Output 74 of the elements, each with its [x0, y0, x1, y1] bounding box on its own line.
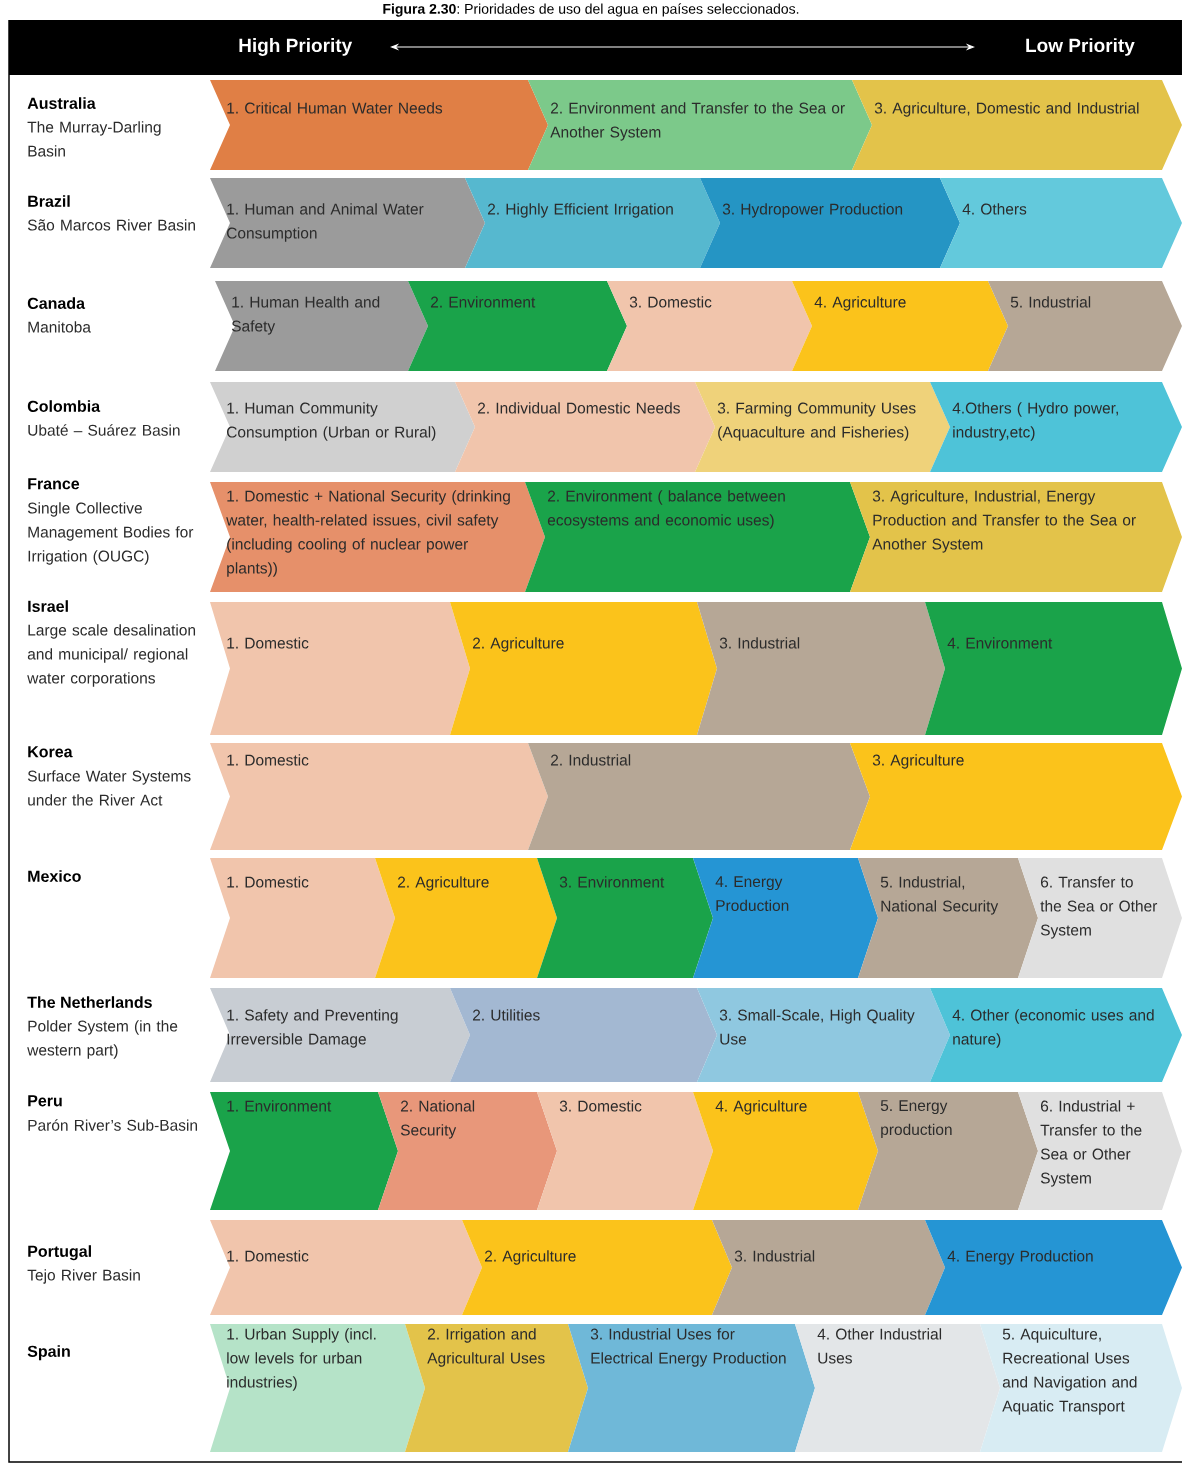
- band-segment: 4. Other (economic uses and nature): [930, 988, 1182, 1082]
- band-segment: 1. Critical Human Water Needs: [210, 80, 548, 170]
- region-label: Surface Water Systems under the River Act: [27, 770, 191, 806]
- band-segment: 1. Environment: [210, 1092, 398, 1210]
- band-segment: 3. Industrial: [712, 1220, 945, 1315]
- band-segment: 3. Domestic: [537, 1092, 713, 1210]
- country-name: The Netherlands: [27, 996, 152, 1008]
- header-label: High Priority: [239, 38, 353, 56]
- band-segment: 2. National Security: [378, 1092, 557, 1210]
- band-segment: 1. Human and Animal Water Consumption: [210, 178, 485, 268]
- band-segment: 1. Domestic: [210, 743, 548, 850]
- band-segment: 5. Energy production: [858, 1092, 1038, 1210]
- country-name: Colombia: [27, 400, 101, 412]
- band-segment: 6. Industrial + Transfer to the Sea or Other System: [1018, 1092, 1182, 1210]
- region-label: The Murray-Darling Basin: [27, 121, 161, 157]
- band-segment: 2. Environment and Transfer to the Sea or Another System: [528, 80, 872, 170]
- header-label: Low Priority: [1026, 38, 1135, 56]
- country-name: Mexico: [28, 870, 81, 882]
- band-segment: 2. Agriculture: [462, 1220, 732, 1315]
- band-segment: 4. Agriculture: [693, 1092, 878, 1210]
- band-segment: 3. Industrial: [697, 602, 945, 735]
- band-segment: 6. Transfer to the Sea or Other System: [1018, 858, 1182, 978]
- band-segment: 4. Agriculture: [792, 281, 1008, 371]
- country-name: France: [28, 478, 80, 490]
- band-segment: 4. Energy Production: [925, 1220, 1182, 1315]
- band-segment: 1. Urban Supply (incl. low levels for urban industries): [210, 1324, 425, 1452]
- region-label: Parón River’s Sub-Basin: [28, 1119, 197, 1131]
- band-segment: 1. Domestic: [210, 1220, 482, 1315]
- band-segment: 2. Highly Efficient Irrigation: [465, 178, 720, 268]
- band-segment: 3. Industrial Uses for Electrical Energy Production: [568, 1324, 815, 1452]
- band-segment: 2. Individual Domestic Needs: [455, 382, 715, 472]
- country-name: Brazil: [28, 195, 70, 207]
- band-segment: 2. Agriculture: [375, 858, 557, 978]
- band-segment: 2. Irrigation and Agricultural Uses: [405, 1324, 588, 1452]
- band-segment: 5. Industrial: [988, 281, 1182, 371]
- band-segment: 1. Domestic + National Security (drinking water, health-related issues, civil safety (including cooling of nuclear power plants)): [210, 482, 545, 592]
- band-segment: 1. Domestic: [210, 858, 395, 978]
- band-segment: 2. Agriculture: [450, 602, 717, 735]
- country-name: Spain: [27, 1345, 70, 1361]
- band-segment: 5. Aquiculture, Recreational Uses and Navigation and Aquatic Transport: [980, 1324, 1182, 1452]
- band-segment: 3. Farming Community Uses (Aquaculture and Fisheries): [695, 382, 950, 472]
- band-segment: 3. Agriculture, Industrial, Energy Production and Transfer to the Sea or Another System: [850, 482, 1182, 592]
- region-label: Large scale desalination and municipal/ regional water corporations: [27, 624, 196, 687]
- region-label: Tejo River Basin: [27, 1269, 140, 1284]
- band-segment: 3. Agriculture: [850, 743, 1182, 850]
- band-segment: 1. Domestic: [210, 602, 470, 735]
- band-segment: 2. Industrial: [528, 743, 870, 850]
- band-segment: 1. Human Health and Safety: [215, 281, 428, 371]
- band-segment: 3. Hydropower Production: [700, 178, 960, 268]
- region-label: Ubaté – Suárez Basin: [28, 424, 180, 436]
- band-segment: 4. Energy Production: [693, 858, 878, 978]
- band-segment: 5. Industrial, National Security: [858, 858, 1038, 978]
- band-segment: 4. Others: [940, 178, 1182, 268]
- band-segment: 2. Utilities: [450, 988, 717, 1082]
- band-segment: 2. Environment ( balance between ecosystems and economic uses): [525, 482, 870, 592]
- band-segment: 3. Environment: [537, 858, 713, 978]
- band-segment: 4.Others ( Hydro power, industry,etc): [930, 382, 1182, 472]
- region-label: Single Collective Management Bodies for Irrigation (OUGC): [27, 502, 194, 565]
- band-segment: 1. Safety and Preventing Irreversible Damage: [210, 988, 470, 1082]
- band-segment: 3. Small-Scale, High Quality Use: [697, 988, 950, 1082]
- region-label: São Marcos River Basin: [27, 219, 195, 231]
- figure-title: Figura 2.30: Prioridades de uso del agua en países seleccionados.: [383, 3, 799, 17]
- country-name: Australia: [27, 97, 96, 109]
- country-name: Peru: [28, 1095, 62, 1107]
- band-segment: 2. Environment: [408, 281, 627, 371]
- region-label: Polder System (in the western part): [27, 1020, 178, 1059]
- country-name: Portugal: [28, 1245, 91, 1261]
- band-segment: 3. Agriculture, Domestic and Industrial: [852, 80, 1182, 170]
- region-label: Manitoba: [28, 321, 91, 333]
- country-name: Israel: [28, 600, 68, 612]
- country-name: Korea: [28, 746, 73, 758]
- band-segment: 1. Human Community Consumption (Urban or Rural): [210, 382, 475, 472]
- band-segment: 4. Environment: [925, 602, 1182, 735]
- country-name: Canada: [27, 297, 86, 309]
